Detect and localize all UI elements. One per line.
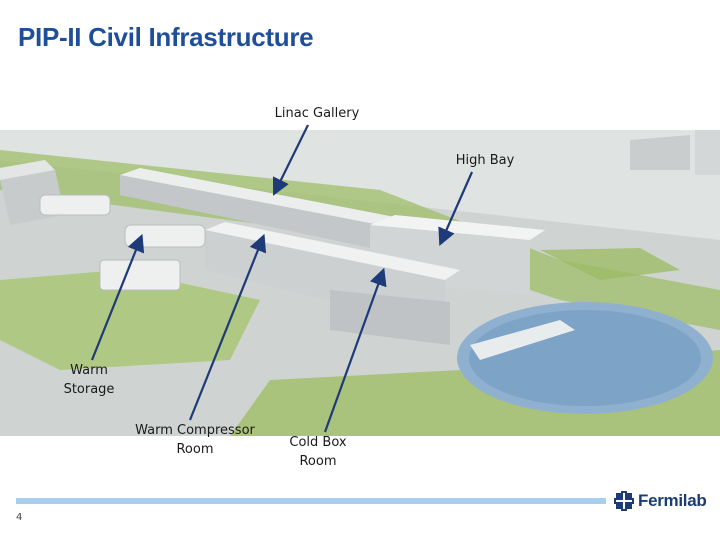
label-high-bay: High Bay (455, 153, 515, 168)
label-cold-box-room: Cold Box Room (289, 435, 347, 469)
fermilab-logo: Fermilab (614, 488, 714, 514)
footer-bar (16, 498, 606, 504)
page-title: PIP-II Civil Infrastructure (18, 22, 314, 52)
label-linac-gallery: Linac Gallery (274, 106, 360, 121)
fermilab-logo-icon (614, 491, 634, 511)
label-warm-storage: Warm Storage (63, 363, 115, 397)
page-number: 4 (16, 512, 23, 523)
label-warm-compressor-room: Warm Compressor Room (135, 423, 255, 457)
fermilab-logo-text: Fermilab (638, 491, 707, 510)
